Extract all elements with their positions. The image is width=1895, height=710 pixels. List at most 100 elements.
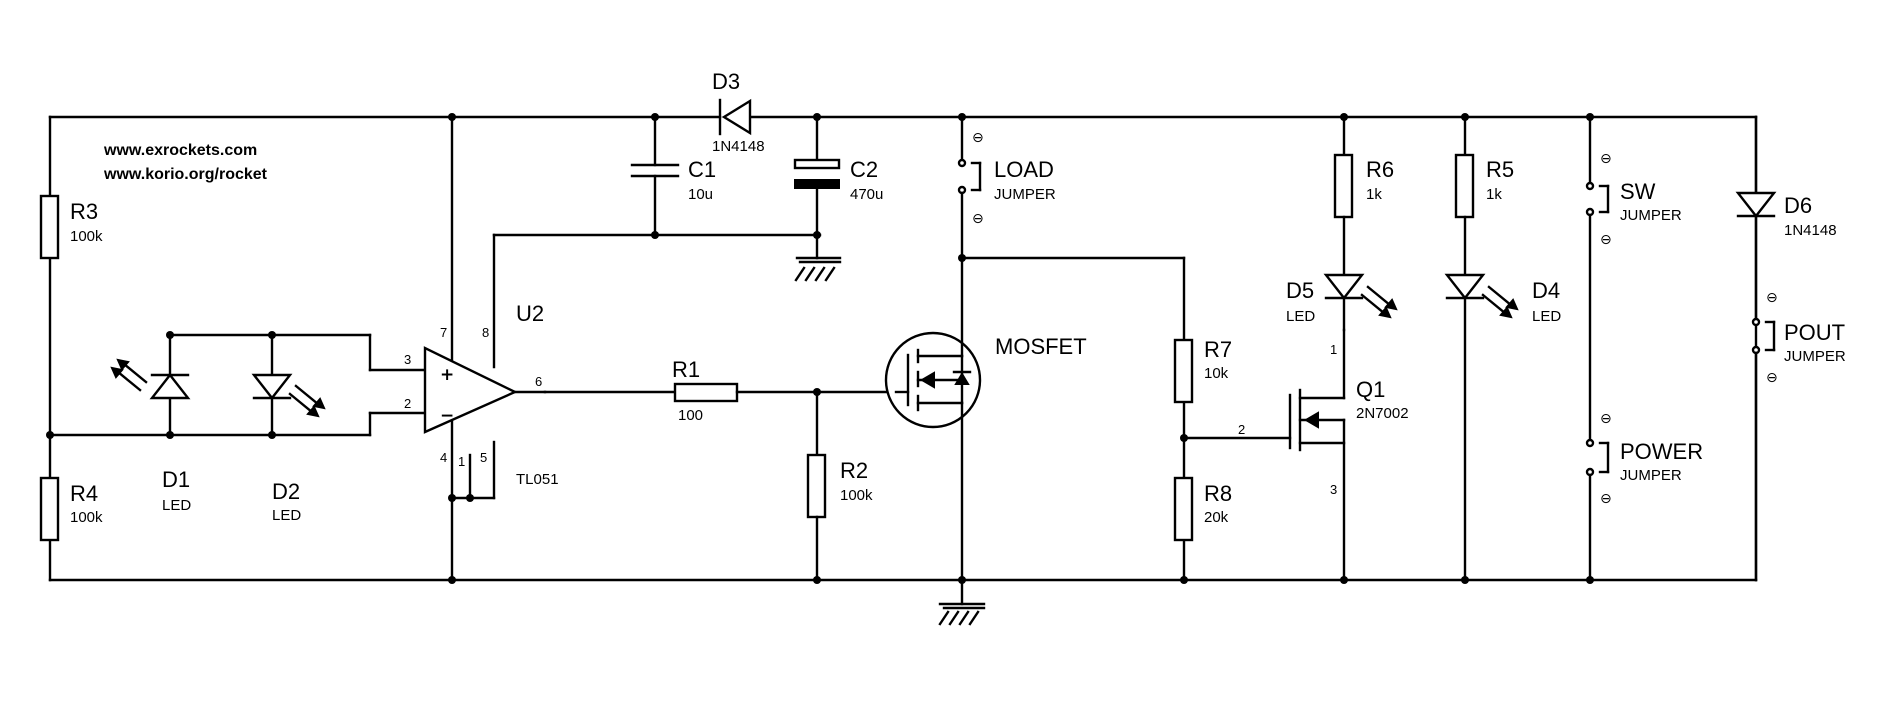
c1-value: 10u	[688, 186, 713, 203]
power-value: JUMPER	[1620, 467, 1682, 484]
junction-r5-top	[1461, 113, 1469, 121]
junction-power-ground	[1586, 576, 1594, 584]
junction-u2-null	[448, 494, 456, 502]
d3-ref: D3	[712, 69, 740, 94]
r8-ref: R8	[1204, 481, 1232, 506]
c1-ref: C1	[688, 157, 716, 182]
u2-pin-1: 1	[458, 454, 465, 469]
opamp-u2: + − 3 2 7 8 6 4 1 5 U2 TL051	[404, 115, 822, 582]
junction-c1-top	[651, 113, 659, 121]
r8-value: 20k	[1204, 509, 1229, 526]
junction-c1-bottom	[651, 231, 659, 239]
load-terminal-top: ⊖	[972, 130, 984, 146]
power-terminal-bottom: ⊖	[1600, 491, 1612, 507]
led-d5: D5 LED	[1286, 273, 1398, 332]
diode-d3: D3 1N4148	[712, 69, 765, 155]
q1-value: 2N7002	[1356, 405, 1409, 422]
mosfet-label: MOSFET	[995, 334, 1087, 359]
r7-r8-wiring	[960, 256, 1292, 582]
resistor-r7: R7 10k	[1173, 337, 1232, 404]
u2-plus-sign: +	[440, 365, 454, 385]
junction-r6-top	[1340, 113, 1348, 121]
power-terminal-top: ⊖	[1600, 411, 1612, 427]
r2-ref: R2	[840, 458, 868, 483]
d6-value: 1N4148	[1784, 222, 1837, 239]
junction-q1-ground	[1340, 576, 1348, 584]
resistor-r1: R1 100	[543, 357, 898, 424]
r2-value: 100k	[840, 487, 873, 504]
junction-d2-bottom	[268, 431, 276, 439]
junction-d4-ground	[1461, 576, 1469, 584]
jumper-sw: ⊖ ⊖ SW JUMPER	[1585, 115, 1682, 442]
sw-value: JUMPER	[1620, 207, 1682, 224]
junction-c2-top	[813, 113, 821, 121]
c2-ref: C2	[850, 157, 878, 182]
pout-terminal-bottom: ⊖	[1766, 370, 1778, 386]
r5-ref: R5	[1486, 157, 1514, 182]
d5-value: LED	[1286, 308, 1315, 325]
junction-sw-top	[1586, 113, 1594, 121]
resistor-r6: R6 1k	[1333, 115, 1394, 277]
sw-ref: SW	[1620, 179, 1656, 204]
sw-terminal-top: ⊖	[1600, 151, 1612, 167]
q1-pin-2: 2	[1238, 422, 1245, 437]
r1-value: 100	[678, 407, 703, 424]
u2-ref: U2	[516, 301, 544, 326]
junction-u2-null-b	[466, 494, 474, 502]
junction-r7-r8	[1180, 434, 1188, 442]
junction-load-top	[958, 113, 966, 121]
c2-value: 470u	[850, 186, 883, 203]
u2-pin-8: 8	[482, 325, 489, 340]
pout-terminal-top: ⊖	[1766, 290, 1778, 306]
d1-value: LED	[162, 497, 191, 514]
capacitor-c2: C2 470u	[793, 115, 883, 282]
junction-r2-bottom	[813, 576, 821, 584]
r6-ref: R6	[1366, 157, 1394, 182]
r7-value: 10k	[1204, 365, 1229, 382]
r3-value: 100k	[70, 228, 103, 245]
q1-pin-3: 3	[1330, 482, 1337, 497]
diode-d6: D6 1N4148	[1735, 115, 1837, 320]
u2-pin-2: 2	[404, 396, 411, 411]
u2-value: TL051	[516, 471, 559, 488]
junction-c2-bottom	[813, 231, 821, 239]
load-value: JUMPER	[994, 186, 1056, 203]
r1-ref: R1	[672, 357, 700, 382]
u2-pin-6: 6	[535, 374, 542, 389]
website-line-1: www.exrockets.com	[103, 142, 257, 159]
ground-symbol	[938, 578, 986, 626]
pout-value: JUMPER	[1784, 348, 1846, 365]
d2-value: LED	[272, 507, 301, 524]
d6-ref: D6	[1784, 193, 1812, 218]
resistor-r3: R3 100k	[39, 194, 103, 260]
d4-value: LED	[1532, 308, 1561, 325]
junction-r2-top	[813, 388, 821, 396]
r4-value: 100k	[70, 509, 103, 526]
junction-d1-top	[166, 331, 174, 339]
transistor-q1: 2 1 3 Q1 2N7002	[1238, 328, 1409, 582]
u2-pin-3: 3	[404, 352, 411, 367]
capacitor-c1: C1 10u	[630, 115, 716, 237]
d3-value: 1N4148	[712, 138, 765, 155]
led-d2: D2 LED	[251, 373, 326, 524]
d5-ref: D5	[1286, 278, 1314, 303]
u2-pin-4: 4	[440, 450, 447, 465]
resistor-r5: R5 1k	[1454, 115, 1514, 277]
r4-ref: R4	[70, 481, 98, 506]
photodiode-wiring	[48, 333, 427, 437]
d4-ref: D4	[1532, 278, 1560, 303]
junction-d2-top	[268, 331, 276, 339]
website-line-2: www.korio.org/rocket	[103, 166, 268, 183]
junction-u2-vplus	[448, 113, 456, 121]
resistor-r2: R2 100k	[806, 390, 873, 582]
power-ref: POWER	[1620, 439, 1703, 464]
jumper-load: ⊖ ⊖ LOAD JUMPER	[957, 115, 1056, 260]
q1-pin-1: 1	[1330, 342, 1337, 357]
r3-ref: R3	[70, 199, 98, 224]
q1-ref: Q1	[1356, 377, 1385, 402]
led-d4: D4 LED	[1444, 273, 1561, 582]
d2-ref: D2	[272, 479, 300, 504]
jumper-power: ⊖ ⊖ POWER JUMPER	[1585, 411, 1703, 582]
resistor-r8: R8 20k	[1173, 476, 1232, 542]
